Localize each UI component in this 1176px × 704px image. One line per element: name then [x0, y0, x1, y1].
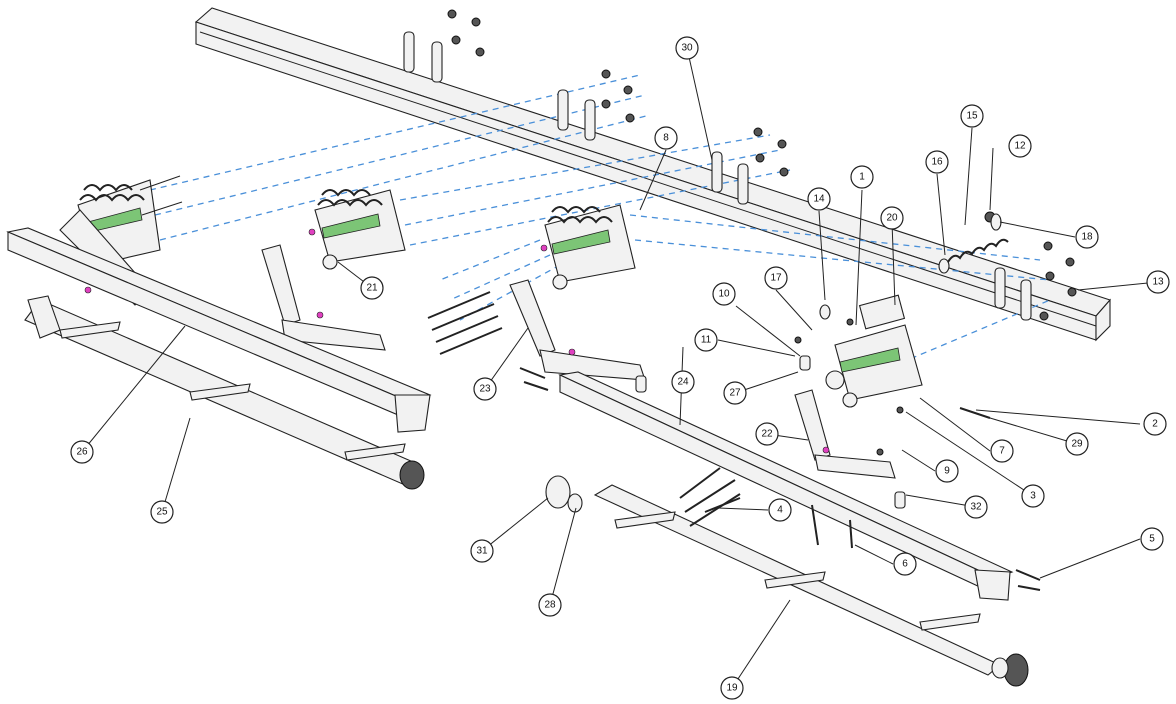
callout-1: 1: [850, 165, 874, 189]
callout-6-label: 6: [902, 559, 908, 570]
spring-bracket-2: [308, 189, 406, 270]
callout-22: 22: [755, 422, 779, 446]
arms: [59, 209, 896, 479]
callout-32: 32: [964, 495, 988, 519]
callout-15-label: 15: [966, 111, 978, 122]
strap-plates: [403, 31, 1032, 321]
callout-7: 7: [990, 439, 1014, 463]
callout-12: 12: [1008, 134, 1032, 158]
callout-17: 17: [764, 266, 788, 290]
callout-20: 20: [880, 206, 904, 230]
callout-2: 2: [1143, 412, 1167, 436]
callout-25-label: 25: [156, 507, 168, 518]
callout-30: 30: [675, 36, 699, 60]
callout-14-label: 14: [813, 194, 825, 205]
callout-29: 29: [1065, 432, 1089, 456]
callout-19-label: 19: [726, 683, 738, 694]
callout-6: 6: [893, 552, 917, 576]
callout-2-label: 2: [1152, 419, 1158, 430]
callout-16-label: 16: [931, 157, 943, 168]
callout-14: 14: [807, 187, 831, 211]
callout-17-label: 17: [770, 273, 782, 284]
callout-23: 23: [473, 377, 497, 401]
main-beam: [194, 7, 1111, 342]
callout-10-label: 10: [718, 289, 730, 300]
callout-9-label: 9: [944, 466, 950, 477]
callout-8-label: 8: [663, 133, 669, 144]
callout-13-label: 13: [1152, 277, 1164, 288]
tool-bars: [6, 227, 1014, 601]
callout-29-label: 29: [1071, 439, 1083, 450]
callout-5: 5: [1140, 527, 1164, 551]
callout-22-label: 22: [761, 429, 773, 440]
callout-4-label: 4: [777, 505, 783, 516]
callout-7-label: 7: [999, 446, 1005, 457]
callout-18-label: 18: [1081, 232, 1093, 243]
rolling-baskets: [24, 295, 1029, 687]
callout-27: 27: [723, 381, 747, 405]
callout-15: 15: [960, 104, 984, 128]
callout-26: 26: [70, 440, 94, 464]
bolts: [427, 291, 1041, 591]
callout-20-label: 20: [886, 213, 898, 224]
callout-24-label: 24: [677, 377, 689, 388]
callout-3-label: 3: [1030, 491, 1036, 502]
callout-11: 11: [694, 328, 718, 352]
callout-18: 18: [1075, 225, 1099, 249]
callout-1-label: 1: [859, 172, 865, 183]
callout-8: 8: [654, 126, 678, 150]
callout-16: 16: [925, 150, 949, 174]
callout-3: 3: [1021, 484, 1045, 508]
callout-25: 25: [150, 500, 174, 524]
callout-30-label: 30: [681, 43, 693, 54]
callout-28: 28: [538, 593, 562, 617]
callout-10: 10: [712, 282, 736, 306]
callout-26-label: 26: [76, 447, 88, 458]
loose-spring: [938, 213, 1009, 274]
spring-bracket-3: [540, 204, 636, 290]
callout-9: 9: [935, 459, 959, 483]
callout-23-label: 23: [479, 384, 491, 395]
callout-21: 21: [360, 276, 384, 300]
callout-5-label: 5: [1149, 534, 1155, 545]
callout-31: 31: [470, 539, 494, 563]
callout-4: 4: [768, 498, 792, 522]
callout-28-label: 28: [544, 600, 556, 611]
callout-31-label: 31: [476, 546, 488, 557]
callout-11-label: 11: [701, 335, 712, 346]
callout-24: 24: [671, 370, 695, 394]
callout-32-label: 32: [970, 502, 982, 513]
callout-21-label: 21: [366, 283, 378, 294]
leader-lines: [81, 47, 1159, 689]
callout-13: 13: [1146, 270, 1170, 294]
spring-bracket-4: [825, 294, 923, 408]
callout-19: 19: [720, 676, 744, 700]
callout-27-label: 27: [729, 388, 741, 399]
callout-12-label: 12: [1014, 141, 1026, 152]
